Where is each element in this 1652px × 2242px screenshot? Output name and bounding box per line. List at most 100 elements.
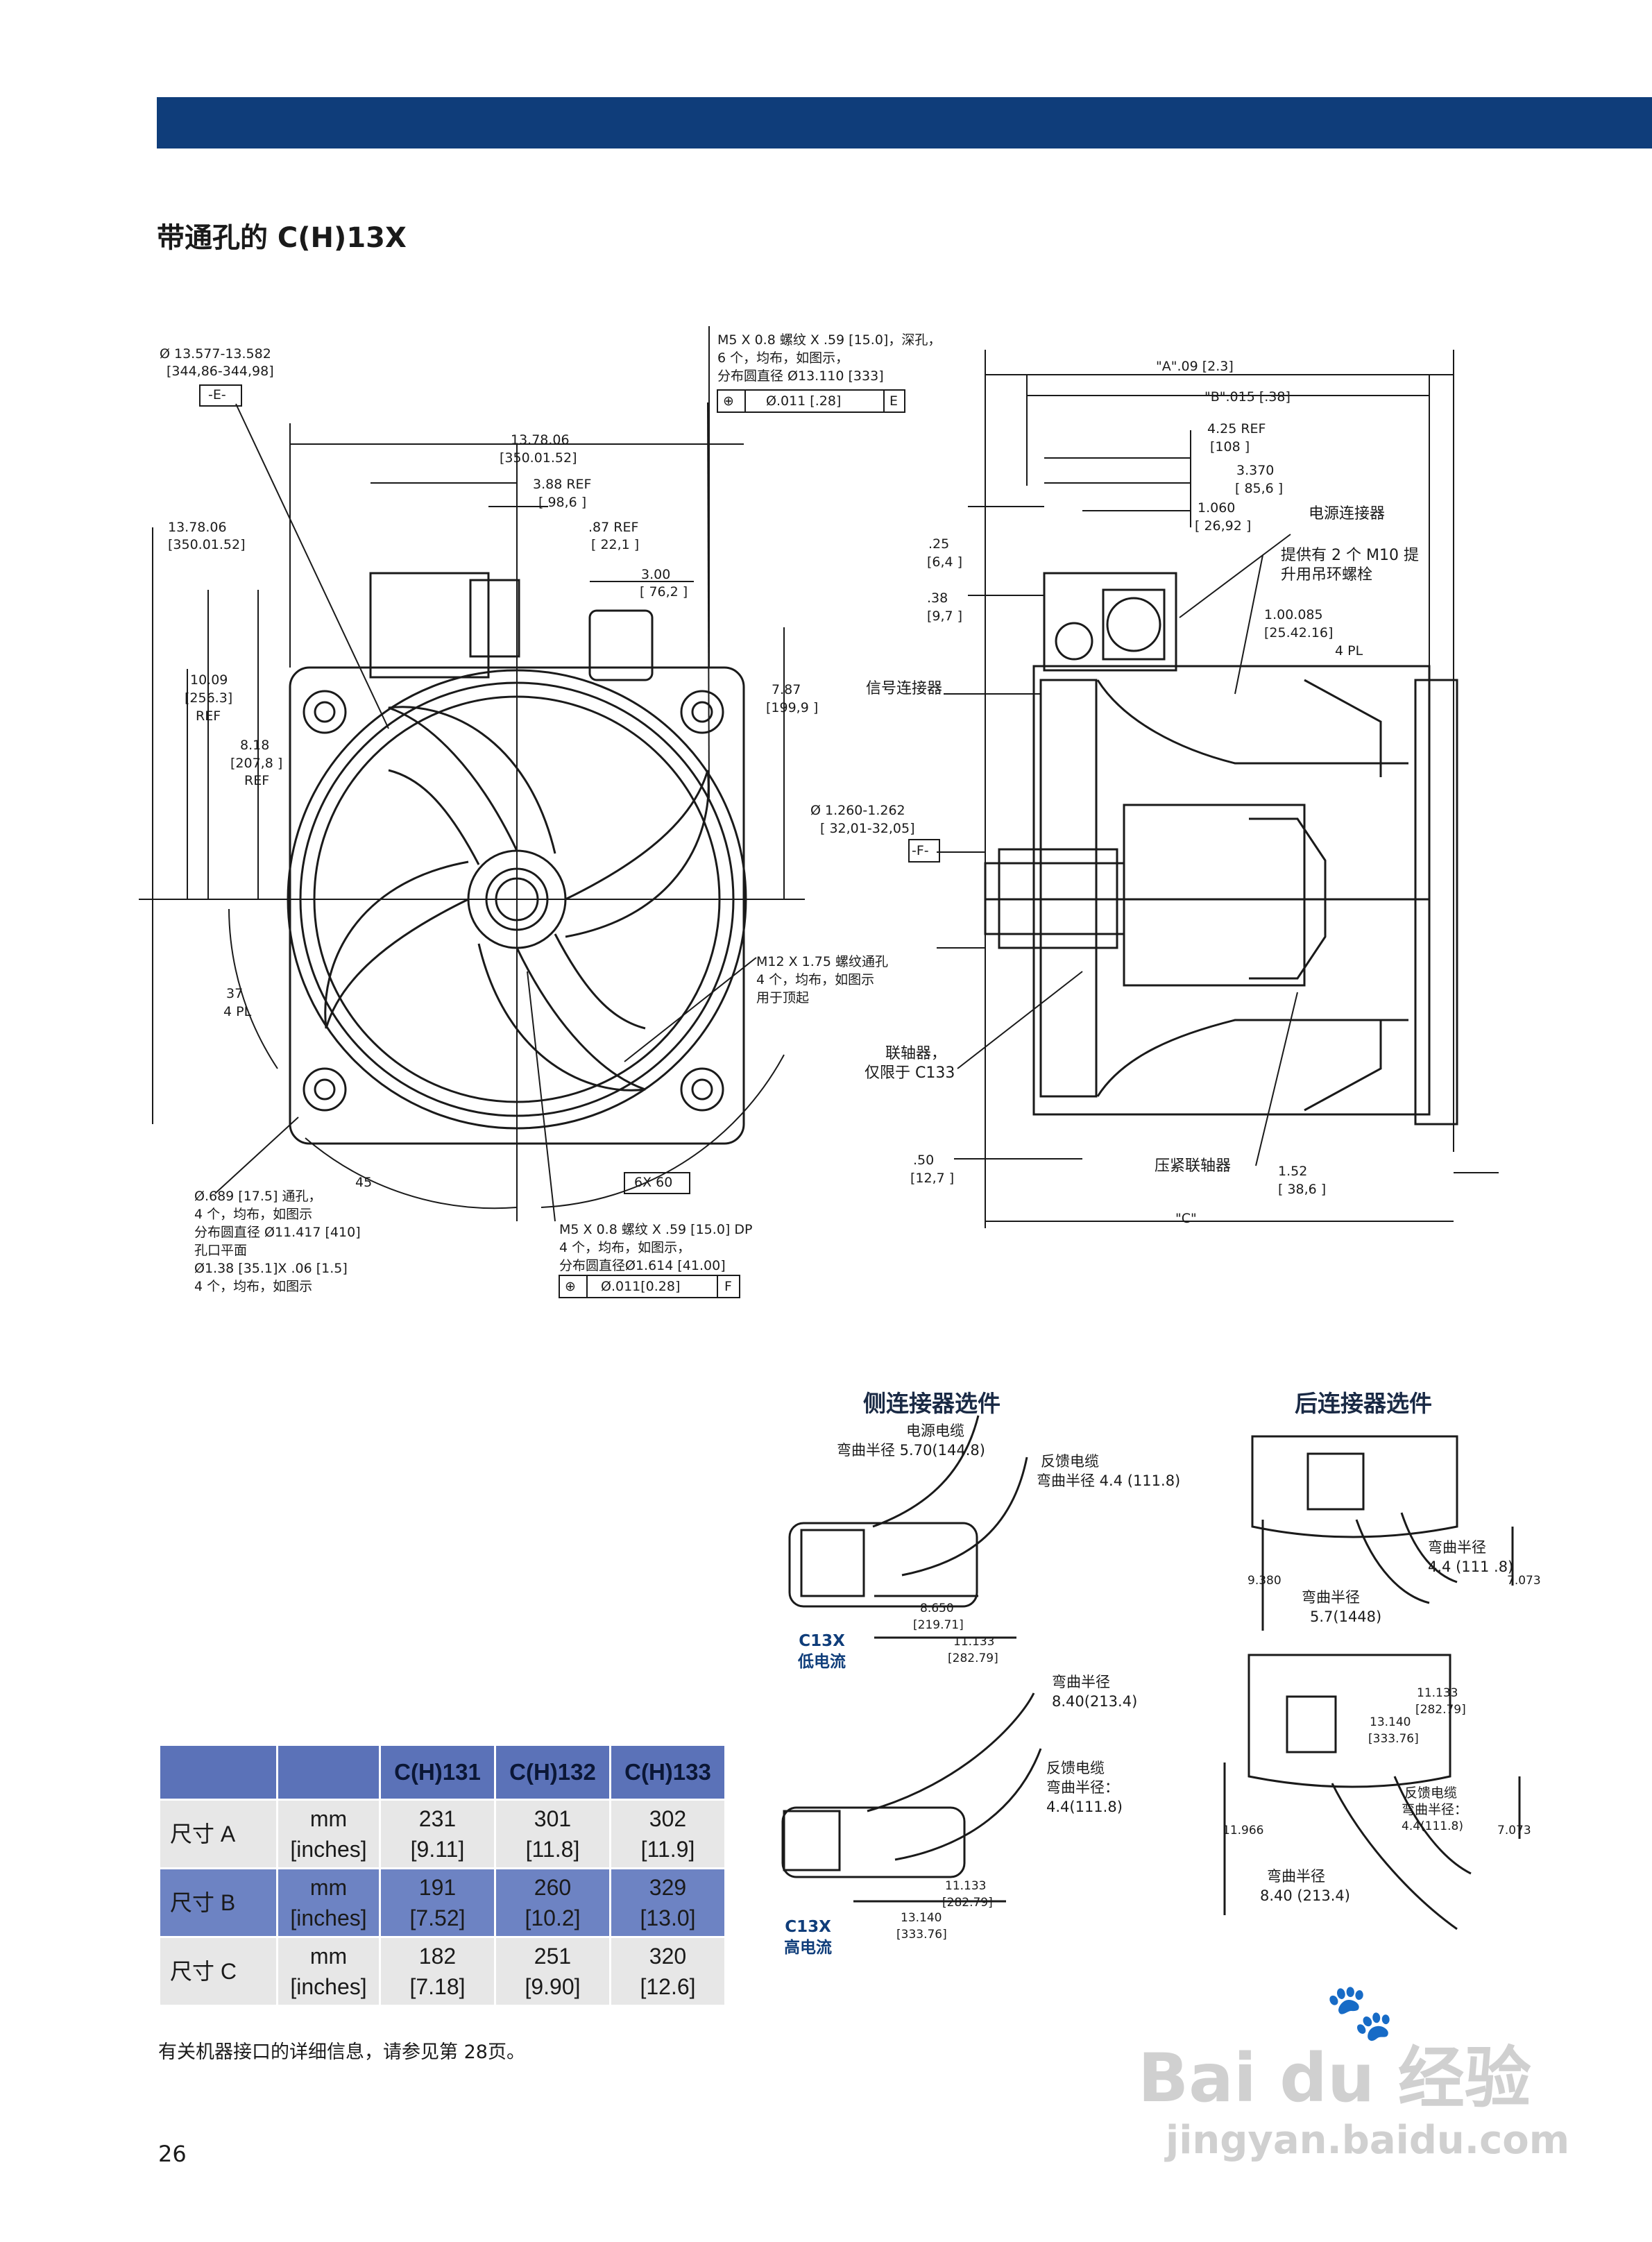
dim152-mm: [ 38,6 ] xyxy=(1278,1182,1327,1197)
value-cell: 260[10.2] xyxy=(494,1867,611,1938)
dim050-mm: [12,7 ] xyxy=(910,1171,955,1186)
ref087-mm: [ 22,1 ] xyxy=(591,537,640,552)
dim818-mm: [207,8 ] xyxy=(230,756,283,771)
low-current: 低电流 xyxy=(798,1653,846,1671)
hole-line5: Ø1.38 [35.1]X .06 [1.5] xyxy=(194,1261,348,1276)
unit-cell: mm[inches] xyxy=(276,1936,381,2007)
dim11133-rear-mm: [282.79] xyxy=(1415,1703,1466,1717)
bend-radius3: 弯曲半径： xyxy=(1046,1779,1119,1796)
dim11133: 11.133 xyxy=(953,1635,995,1649)
watermark-url: jingyan.baidu.com xyxy=(1166,2118,1570,2163)
hole-line2: 4 个，均布，如图示 xyxy=(194,1207,313,1222)
feedback-cable-label: 反馈电缆 xyxy=(1041,1453,1099,1470)
hole-line3: 分布圆直径 Ø11.417 [410] xyxy=(194,1225,361,1240)
power-connector-label: 电源连接器 xyxy=(1309,505,1386,523)
dim13140-mm: [333.76] xyxy=(896,1928,947,1942)
rear-connector-sketch-top xyxy=(1251,1435,1514,1631)
dim13140-rear-mm: [333.76] xyxy=(1368,1732,1419,1746)
side-connector-high-current-sketch xyxy=(781,1692,1042,1903)
low-current-label: C13X 低电流 xyxy=(798,1631,846,1672)
table-header-ch133: C(H)133 xyxy=(609,1744,726,1801)
ref388: 3.88 REF xyxy=(533,477,592,492)
m5-fcf-tol: Ø.011 [.28] xyxy=(766,393,842,409)
m12-line1: M12 X 1.75 螺纹通孔 xyxy=(756,954,889,969)
value-cell: 251[9.90] xyxy=(494,1936,611,2007)
rear-connector-sketch-bottom xyxy=(1223,1654,1521,1930)
feedback-cable-rear: 反馈电缆 xyxy=(1404,1785,1458,1801)
height-dim-mm: [350.01.52] xyxy=(168,537,246,552)
bend-radius-power: 弯曲半径 5.70(144.8) xyxy=(837,1442,985,1459)
angle45: 45 xyxy=(355,1175,373,1190)
m5dp-line3: 分布圆直径Ø1.614 [41.00] xyxy=(559,1258,726,1273)
table-row: 尺寸 C mm[inches] 182[7.18] 251[9.90] 320[… xyxy=(158,1936,726,2007)
shaft-dia-mm: [ 32,01-32,05] xyxy=(820,821,915,836)
high-current: 高电流 xyxy=(784,1939,832,1957)
high-model: C13X xyxy=(785,1918,831,1936)
angle37-pl: 4 PL xyxy=(223,1004,252,1019)
dim11133b-mm: [282.79] xyxy=(942,1896,993,1910)
bend-radius-d-val: 8.40 (213.4) xyxy=(1260,1887,1350,1904)
watermark: 🐾 Bai du 经验 jingyan.baidu.com xyxy=(1138,1985,1569,2165)
m5-fcf-frame xyxy=(717,389,905,413)
angle37: 37 xyxy=(226,986,244,1001)
datum-f: -F- xyxy=(912,843,929,858)
dim1009: 10.09 xyxy=(190,672,228,688)
m5dp-fcf-tol: Ø.011[0.28] xyxy=(601,1279,681,1294)
m5-line1: M5 X 0.8 螺纹 X .59 [15.0]，深孔， xyxy=(717,332,942,348)
table-row: 尺寸 A mm[inches] 231[9.11] 301[11.8] 302[… xyxy=(158,1799,726,1869)
dim8650-mm: [219.71] xyxy=(913,1618,964,1632)
width-dim-mm: [350.01.52] xyxy=(500,450,577,466)
hole-line1: Ø.689 [17.5] 通孔， xyxy=(194,1189,322,1204)
table-header-cell xyxy=(276,1744,381,1801)
dim-a: "A".09 [2.3] xyxy=(1156,359,1234,374)
dim13140-rear: 13.140 xyxy=(1370,1715,1411,1729)
position-symbol-icon: ⊕ xyxy=(723,393,734,409)
bend-radius-b-val: 5.7(1448) xyxy=(1310,1608,1382,1625)
bend-radius3-val: 4.4(111.8) xyxy=(1046,1799,1123,1815)
dim3370-mm: [ 85,6 ] xyxy=(1235,481,1284,496)
bend-radius2: 弯曲半径 xyxy=(1052,1674,1110,1690)
unit-cell: mm[inches] xyxy=(276,1799,381,1869)
power-cable-label: 电源电缆 xyxy=(906,1423,964,1439)
height-dim: 13.78.06 xyxy=(168,520,227,535)
datum-e: -E- xyxy=(208,387,226,402)
bend-radius-b: 弯曲半径 xyxy=(1302,1589,1360,1606)
dim038-mm: [9,7 ] xyxy=(927,609,963,624)
dim038: .38 xyxy=(927,591,948,606)
side-view-motor xyxy=(984,572,1458,1126)
bend-radius-a: 弯曲半径 xyxy=(1428,1539,1486,1556)
dim1060-mm: [ 26,92 ] xyxy=(1195,518,1252,534)
dim11133-mm: [282.79] xyxy=(948,1651,998,1665)
dim11966: 11.966 xyxy=(1223,1824,1264,1837)
side-connector-low-current-sketch xyxy=(788,1415,1028,1639)
dim818-ref: REF xyxy=(244,773,270,788)
value-cell: 320[12.6] xyxy=(609,1936,726,2007)
dim11133b: 11.133 xyxy=(945,1879,987,1893)
bend-radius-d: 弯曲半径 xyxy=(1267,1868,1325,1885)
clamp-coupling-label: 压紧联轴器 xyxy=(1155,1157,1232,1175)
m5dp-fcf-frame xyxy=(559,1275,740,1298)
dim13140: 13.140 xyxy=(901,1911,942,1925)
unit-cell: mm[inches] xyxy=(276,1867,381,1938)
m5-fcf-datum: E xyxy=(889,393,899,409)
dim025-mm: [6,4 ] xyxy=(927,554,963,570)
dim787: 7.87 xyxy=(772,682,801,697)
value-cell: 329[13.0] xyxy=(609,1867,726,1938)
interface-note: 有关机器接口的详细信息，请参见第 28页。 xyxy=(158,2041,525,2063)
table-header-row: C(H)131 C(H)132 C(H)133 xyxy=(158,1744,726,1801)
coupling-line2: 仅限于 C133 xyxy=(865,1064,955,1082)
high-current-label: C13X 高电流 xyxy=(784,1917,832,1958)
ref388-mm: [ 98,6 ] xyxy=(538,495,587,510)
m5dp-line1: M5 X 0.8 螺纹 X .59 [15.0] DP xyxy=(559,1222,753,1237)
bend-radius-feedback: 弯曲半径 4.4 (111.8) xyxy=(1037,1472,1181,1489)
dim152: 1.52 xyxy=(1278,1164,1308,1179)
value-cell: 301[11.8] xyxy=(494,1799,611,1869)
ref087: .87 REF xyxy=(588,520,639,535)
shaft-dia: Ø 1.260-1.262 xyxy=(810,803,905,818)
bend-radius2-val: 8.40(213.4) xyxy=(1052,1693,1138,1710)
low-model: C13X xyxy=(799,1632,845,1650)
dim1000-pl: 4 PL xyxy=(1335,643,1363,659)
row-label: 尺寸 C xyxy=(158,1936,278,2007)
page-number: 26 xyxy=(158,2141,187,2167)
